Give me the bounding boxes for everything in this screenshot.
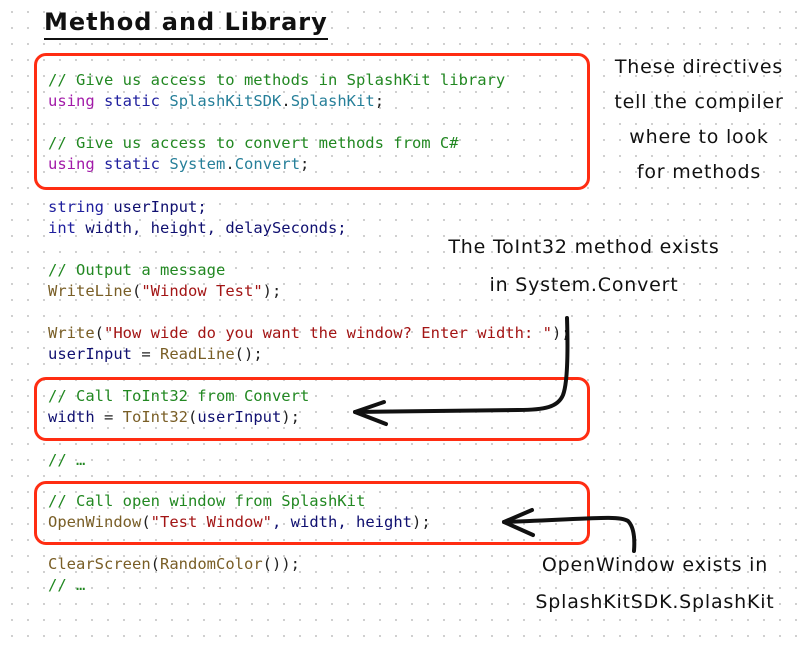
method-name: Write — [48, 324, 95, 342]
string-literal: "Window Test" — [141, 282, 263, 300]
class-name: SplashKit — [290, 92, 375, 110]
code-line-comment-output: // Output a message — [48, 260, 225, 281]
openwindow-call-box — [34, 481, 590, 545]
code-line-using-splashkit: using static SplashKitSDK.SplashKit; — [48, 92, 385, 110]
string-literal: "Test Window" — [150, 513, 272, 531]
identifier: width — [48, 408, 95, 426]
keyword-static: static — [104, 155, 161, 173]
code-line-write: Write("How wide do you want the window? … — [48, 324, 571, 342]
keyword-static: static — [104, 92, 161, 110]
using-directives-box — [34, 53, 590, 190]
code-line-openwindow: OpenWindow("Test Window", width, height)… — [48, 513, 431, 531]
code-comment: // Call ToInt32 from Convert — [48, 387, 310, 405]
method-name: ToInt32 — [122, 408, 188, 426]
code-line-writeline: WriteLine("Window Test"); — [48, 282, 282, 300]
page-title: Method and Library — [44, 8, 328, 40]
identifier: , width, height — [272, 513, 412, 531]
class-name: Convert — [234, 155, 301, 173]
code-line-decl-int: int width, height, delaySeconds; — [48, 218, 347, 239]
code-comment: // … — [48, 576, 86, 594]
code-line-ellipsis: // … — [48, 450, 85, 471]
method-name: OpenWindow — [48, 513, 142, 531]
code-line-clearscreen: ClearScreen(RandomColor()); — [48, 555, 300, 573]
keyword-using: using — [48, 92, 95, 110]
keyword-using: using — [48, 155, 95, 173]
identifier: userInput — [197, 408, 282, 426]
namespace-name: System — [169, 155, 226, 173]
toint32-call-box — [34, 377, 590, 441]
identifier: userInput — [48, 345, 132, 363]
method-name: RandomColor — [160, 555, 263, 573]
identifier: width, height, delaySeconds; — [85, 219, 347, 237]
code-comment: // Output a message — [48, 261, 226, 279]
code-line-comment-convert: // Give us access to convert methods fro… — [48, 133, 459, 154]
code-line-readline: userInput = ReadLine(); — [48, 345, 263, 363]
method-name: WriteLine — [48, 282, 132, 300]
code-comment: // Give us access to convert methods fro… — [48, 134, 459, 152]
method-name: ReadLine — [160, 345, 235, 363]
code-line-toint32: width = ToInt32(userInput); — [48, 408, 301, 426]
code-comment: // Call open window from SplashKit — [48, 492, 366, 510]
code-line-comment-openwindow: // Call open window from SplashKit — [48, 491, 365, 512]
code-comment: // Give us access to methods in SplashKi… — [48, 71, 506, 89]
directives-annotation: These directives tell the compiler where… — [614, 56, 784, 183]
code-line-comment-toint32: // Call ToInt32 from Convert — [48, 386, 309, 407]
code-line-ellipsis: // … — [48, 575, 85, 596]
code-line-decl-string: string userInput; — [48, 197, 207, 218]
code-line-comment-splashkit: // Give us access to methods in SplashKi… — [48, 70, 505, 91]
toint32-annotation: The ToInt32 method exists in System.Conv… — [448, 236, 720, 296]
method-name: ClearScreen — [48, 555, 151, 573]
type-keyword: int — [48, 219, 76, 237]
openwindow-annotation: OpenWindow exists in SplashKitSDK.Splash… — [535, 554, 775, 613]
type-keyword: string — [48, 198, 104, 216]
string-literal: "How wide do you want the window? Enter … — [104, 324, 552, 342]
namespace-name: SplashKitSDK — [169, 92, 282, 110]
code-comment: // … — [48, 451, 86, 469]
identifier: userInput; — [113, 198, 207, 216]
code-line-using-convert: using static System.Convert; — [48, 155, 310, 173]
